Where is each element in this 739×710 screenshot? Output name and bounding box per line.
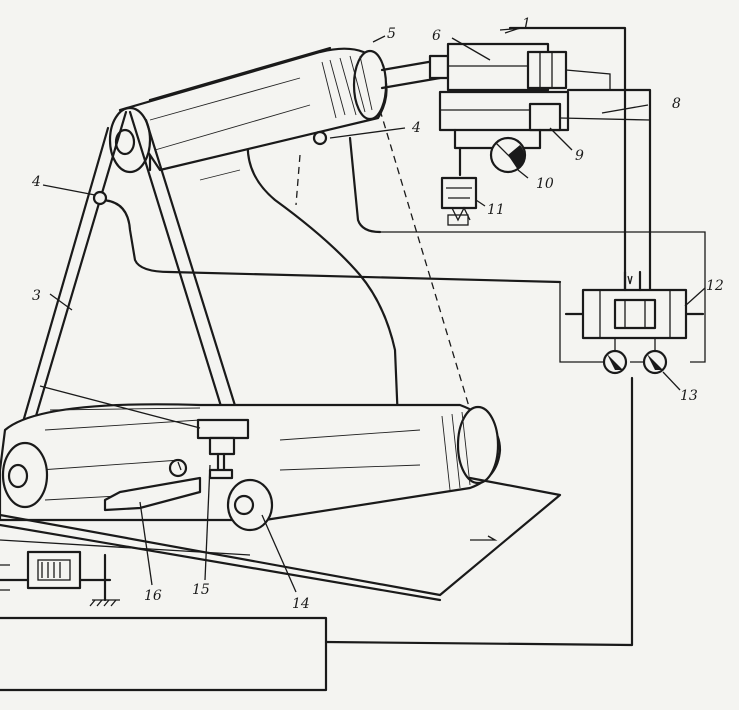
callout-14: 14 <box>292 596 310 612</box>
base-actuator <box>0 550 120 607</box>
lower-left-roller <box>1 419 201 509</box>
callout-10: 10 <box>536 176 554 192</box>
leader-lines <box>42 27 706 593</box>
callout-9: 9 <box>575 148 584 164</box>
slide-valve <box>581 270 688 340</box>
dial-indicator <box>103 458 202 512</box>
pressure-gauge <box>489 136 527 174</box>
callout-11: 11 <box>487 202 505 218</box>
callout-6: 6 <box>432 28 441 44</box>
spring-valve <box>440 146 478 226</box>
callout-16: 16 <box>144 588 162 604</box>
tracking-clamp <box>39 385 250 480</box>
control-box <box>0 616 328 692</box>
control-cylinder <box>438 90 651 150</box>
callout-labels: 5 6 1 8 9 10 11 12 13 14 15 16 3 4 4 <box>31 16 724 612</box>
roller-shaft <box>380 54 450 90</box>
edge-sensors <box>92 130 328 206</box>
floor-plate <box>0 476 562 602</box>
callout-1: 1 <box>522 16 531 32</box>
callout-4-right: 4 <box>411 120 421 136</box>
hydraulic-cylinder <box>446 27 568 92</box>
upper-roller <box>108 47 388 174</box>
hydraulic-lines <box>98 26 706 647</box>
throttle-valves <box>602 338 668 375</box>
callout-8: 8 <box>672 96 681 112</box>
drive-pulley <box>226 478 274 532</box>
callout-13: 13 <box>680 388 698 404</box>
callout-4-left: 4 <box>31 174 41 190</box>
callout-5: 5 <box>387 26 396 42</box>
callout-15: 15 <box>192 582 210 598</box>
callout-3: 3 <box>32 288 41 304</box>
callout-12: 12 <box>706 278 724 294</box>
